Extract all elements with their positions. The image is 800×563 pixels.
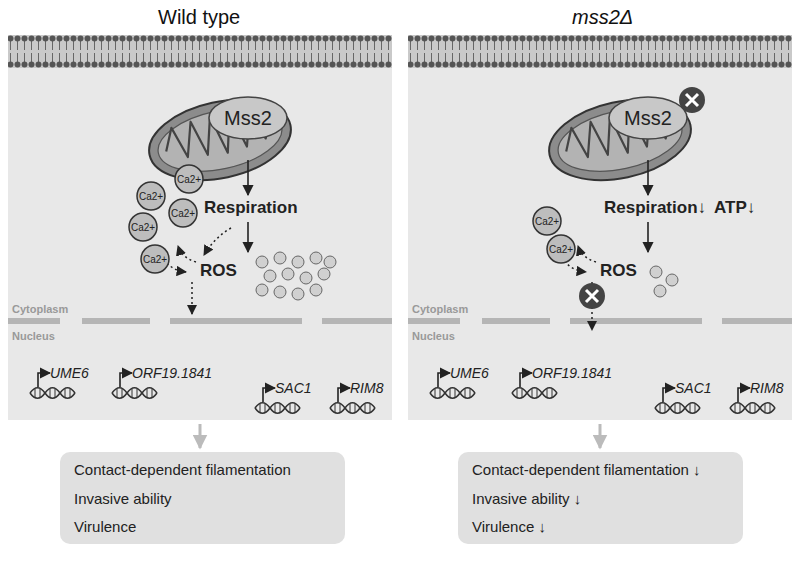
panel-title: Wild type: [158, 6, 240, 28]
circle-outline: [137, 182, 165, 210]
gene-name: SAC1: [275, 381, 312, 396]
gene-name: UME6: [450, 366, 489, 381]
compartment-label: Nucleus: [412, 330, 455, 342]
circle-outline: [129, 213, 157, 241]
node-text: Ca2+: [549, 244, 573, 255]
ellipse-outline: [209, 97, 287, 139]
circle-outline: [175, 165, 203, 193]
gene-name: RIM8: [350, 381, 383, 396]
gene-name: SAC1: [675, 381, 712, 396]
calcium-ion: Ca2+: [174, 164, 204, 194]
outcome-box: Contact-dependent filamentation ↓ Invasiv…: [458, 452, 743, 544]
node-text: Mss2: [624, 107, 672, 130]
ellipse-outline: [609, 97, 687, 139]
node-text: Ca2+: [131, 222, 155, 233]
outcome-box: Contact-dependent filamentationInvasive …: [60, 452, 345, 544]
molecule-label: ROS: [600, 262, 637, 281]
circle-outline: [141, 245, 169, 273]
compartment-label: Cytoplasm: [12, 303, 68, 315]
compartment-label: Nucleus: [12, 330, 55, 342]
circle-outline: [547, 235, 575, 263]
calcium-ion: Ca2+: [532, 206, 562, 236]
outcome-text: Virulence ↓: [472, 518, 729, 535]
outcome-text: Invasive ability ↓: [472, 490, 729, 507]
calcium-ion: Ca2+: [140, 244, 170, 274]
process-label: Respiration↓: [604, 199, 706, 218]
molecule-label: ROS: [200, 262, 237, 281]
node-text: Ca2+: [171, 208, 195, 219]
outcome-text: Invasive ability: [74, 490, 331, 507]
gene-name: ORF19.1841: [132, 366, 212, 381]
molecule-label: ATP↓: [714, 199, 755, 218]
node-text: Mss2: [224, 107, 272, 130]
calcium-ion: Ca2+: [168, 198, 198, 228]
circle-outline: [533, 207, 561, 235]
gene-name: ORF19.1841: [532, 366, 612, 381]
calcium-ion: Ca2+: [136, 181, 166, 211]
protein-ellipse: Mss2: [208, 96, 288, 140]
gene-name: RIM8: [750, 381, 783, 396]
outcome-text: Contact-dependent filamentation: [74, 461, 331, 478]
panel-title: mss2Δ: [572, 6, 633, 28]
calcium-ion: Ca2+: [128, 212, 158, 242]
calcium-ion: Ca2+: [546, 234, 576, 264]
process-label: Respiration: [204, 199, 298, 218]
node-text: Ca2+: [535, 216, 559, 227]
node-text: Ca2+: [143, 254, 167, 265]
outcome-text: Contact-dependent filamentation ↓: [472, 461, 729, 478]
circle-outline: [169, 199, 197, 227]
outcome-text: Virulence: [74, 518, 331, 535]
node-text: Ca2+: [139, 191, 163, 202]
node-text: Ca2+: [177, 174, 201, 185]
protein-ellipse: Mss2: [608, 96, 688, 140]
compartment-label: Cytoplasm: [412, 303, 468, 315]
gene-name: UME6: [50, 366, 89, 381]
